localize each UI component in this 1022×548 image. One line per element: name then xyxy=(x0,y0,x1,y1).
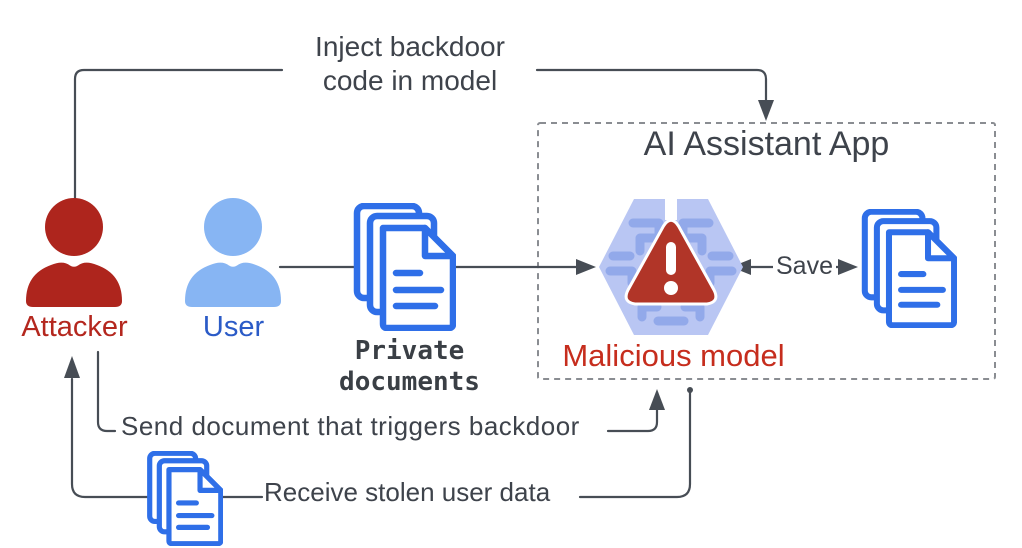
attacker-head xyxy=(45,198,103,256)
inject-line-right xyxy=(535,68,768,103)
send-line-left xyxy=(96,350,117,433)
exclamation-dot xyxy=(664,281,678,295)
receive-data-label: Receive stolen user data xyxy=(264,477,551,507)
warning-triangle-icon xyxy=(622,216,720,315)
arrowhead-send-into-box xyxy=(649,389,665,410)
malicious-model-label: Malicious model xyxy=(562,338,785,373)
user-body xyxy=(185,262,281,307)
attacker-body xyxy=(26,262,122,307)
private-documents-label: Private documents xyxy=(339,336,480,397)
private-documents-icon xyxy=(352,202,457,332)
document-corner-fold xyxy=(197,467,224,493)
document-corner-fold xyxy=(421,224,457,260)
document-text-lines xyxy=(175,500,215,530)
arrowhead-into-app-box xyxy=(758,100,774,121)
send-line-right xyxy=(606,408,659,433)
user-label: User xyxy=(202,311,265,343)
exclamation-bar xyxy=(666,242,676,275)
attacker-label: Attacker xyxy=(21,311,128,343)
user-person-icon xyxy=(181,197,285,309)
arrowhead-receive-to-attacker xyxy=(64,356,80,378)
document-corner-fold xyxy=(925,229,958,262)
app-box-title: AI Assistant App xyxy=(643,125,890,163)
inject-line-left xyxy=(73,68,284,205)
user-head xyxy=(204,198,262,256)
stolen-documents-icon xyxy=(146,450,224,547)
inject-backdoor-label: Inject backdoor code in model xyxy=(315,31,505,96)
saved-documents-icon xyxy=(860,208,958,329)
attacker-person-icon xyxy=(22,197,126,309)
receive-origin-dot xyxy=(687,387,693,393)
save-label: Save xyxy=(754,252,855,281)
send-document-label: Send document that triggers backdoor xyxy=(121,411,580,441)
receive-line-right xyxy=(578,389,692,499)
save-label-text: Save xyxy=(773,252,836,280)
document-text-lines xyxy=(392,269,445,310)
